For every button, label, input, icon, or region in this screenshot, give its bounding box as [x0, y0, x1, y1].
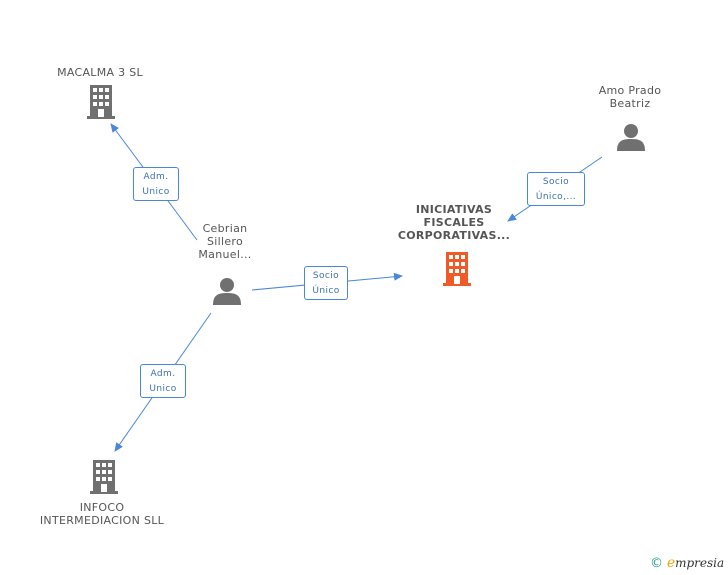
node-label-infoco[interactable]: INFOCO INTERMEDIACION SLL — [30, 501, 174, 527]
brand-logo-initial: e — [666, 555, 676, 571]
person-icon[interactable] — [212, 276, 242, 306]
edge-label-line: Adm. — [143, 172, 169, 182]
building-icon[interactable] — [88, 460, 120, 494]
edge-label-line: Adm. — [150, 369, 176, 379]
building-icon[interactable] — [85, 85, 117, 119]
node-label-line: Cebrian — [202, 222, 248, 235]
copyright-symbol: © — [650, 556, 663, 571]
person-icon[interactable] — [616, 122, 646, 152]
edge-label-socio-unico-multi[interactable]: Socio Único,... — [527, 172, 585, 206]
edge-label-line: Unico — [149, 384, 177, 394]
node-label-cebrian[interactable]: Cebrian Sillero Manuel... — [175, 222, 275, 261]
node-label-macalma[interactable]: MACALMA 3 SL — [57, 66, 143, 79]
edge-label-socio-unico[interactable]: Socio Único — [304, 266, 348, 300]
node-label-line: FISCALES — [423, 216, 485, 229]
footer-brand: © empresia — [650, 555, 724, 571]
edge-label-adm-unico[interactable]: Adm. Unico — [140, 364, 186, 398]
node-label-line: CORPORATIVAS... — [397, 229, 511, 242]
edge-label-line: Único,... — [535, 192, 577, 202]
edge-label-line: Socio — [312, 271, 340, 281]
node-label-line: Sillero — [206, 235, 244, 248]
edge-label-adm-unico[interactable]: Adm. Unico — [133, 167, 179, 201]
node-label-amo[interactable]: Amo Prado Beatriz — [580, 84, 680, 110]
edge-label-line: Unico — [142, 187, 170, 197]
node-label-line: INICIATIVAS — [415, 203, 493, 216]
edge-label-line: Socio — [542, 177, 570, 187]
node-label-line: Amo Prado — [598, 84, 662, 97]
edge-label-line: Único — [312, 286, 340, 296]
node-label-line: Manuel... — [198, 248, 252, 261]
node-label-line: INTERMEDIACION SLL — [39, 514, 165, 527]
node-label-line: Beatriz — [609, 97, 651, 110]
brand-logo-text: mpresia — [675, 556, 725, 570]
building-icon[interactable] — [441, 252, 473, 286]
node-label-line: INFOCO — [79, 501, 125, 514]
node-label-iniciativas[interactable]: INICIATIVAS FISCALES CORPORATIVAS... — [392, 203, 516, 242]
